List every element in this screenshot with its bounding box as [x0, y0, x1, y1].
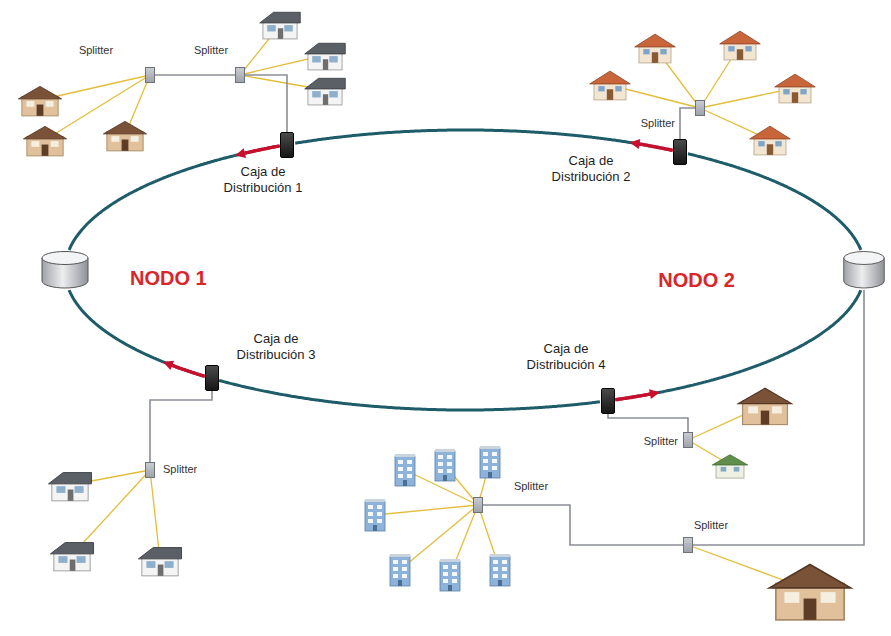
node-label: NODO 1 [130, 266, 207, 290]
house [23, 126, 66, 155]
fiber-ring [615, 290, 861, 400]
fiber-branch [150, 74, 235, 76]
fiber-branch [680, 108, 695, 139]
apartment-building [390, 554, 410, 586]
apartment-building [440, 559, 460, 591]
splitter-label: Splitter [644, 434, 678, 448]
signal-arrow [167, 364, 205, 377]
fiber-branch [693, 290, 864, 545]
house [48, 473, 91, 501]
fiber-ring [219, 380, 600, 410]
house [712, 455, 747, 478]
house [305, 78, 346, 105]
splitter-label: Splitter [514, 479, 548, 493]
drop-cable [400, 505, 478, 570]
drop-cable [150, 470, 160, 560]
house [590, 71, 631, 100]
fiber-ring [69, 290, 204, 376]
node-label: NODO 2 [658, 268, 735, 292]
splitter-box: Splitter [473, 497, 483, 513]
splitter-box: Splitter [145, 462, 155, 478]
house [738, 388, 791, 424]
house [775, 74, 816, 103]
node-cylinder: NODO 1 [40, 250, 90, 290]
fiber-branch [483, 505, 683, 545]
house [720, 31, 761, 60]
splitter-box: Splitter [683, 537, 693, 553]
house [50, 543, 93, 571]
apartment-building [490, 554, 510, 586]
splitter-box: Splitter [683, 432, 693, 448]
house [138, 548, 181, 576]
apartment-building [395, 454, 415, 486]
fiber-ring [295, 130, 672, 150]
distribution-box: Caja de Distribución 2 [673, 139, 687, 165]
fiber-branch [245, 75, 287, 132]
house [18, 86, 61, 115]
houses [18, 12, 850, 620]
apartment-building [480, 446, 500, 478]
splitter-box: Splitter [235, 67, 245, 83]
house [103, 121, 146, 150]
house [750, 126, 791, 155]
drop-cables [40, 25, 810, 590]
node-cylinder: NODO 2 [842, 250, 886, 290]
splitter-label: Splitter [163, 462, 197, 476]
signal-arrow [616, 393, 655, 399]
cylinder-shape [40, 250, 90, 290]
signal-arrowhead [235, 148, 246, 158]
apartment-building [365, 499, 385, 531]
splitter-label: Splitter [194, 43, 228, 57]
box-label: Caja de Distribución 3 [220, 331, 332, 363]
splitter-box: Splitter [145, 67, 155, 83]
house [260, 12, 301, 39]
apartment-building [435, 449, 455, 481]
drop-cable [375, 505, 478, 515]
splitter-label: Splitter [79, 43, 113, 57]
signal-arrow [240, 146, 279, 154]
box-label: Caja de Distribución 4 [510, 341, 622, 373]
box-label: Caja de Distribución 1 [207, 164, 319, 196]
signal-arrowhead [649, 389, 660, 399]
signal-arrowhead [163, 361, 174, 370]
splitter-label: Splitter [694, 518, 728, 532]
large-house [769, 564, 850, 619]
distribution-box: Caja de Distribución 1 [280, 132, 294, 158]
cylinder-shape [842, 250, 886, 290]
splitter-label: Splitter [641, 116, 675, 130]
signal-arrow [635, 143, 673, 150]
box-label: Caja de Distribución 2 [535, 153, 647, 185]
splitter-box: Splitter [695, 100, 705, 116]
signal-arrowhead [630, 139, 641, 149]
distribution-box: Caja de Distribución 4 [601, 388, 615, 414]
fiber-branch [608, 414, 688, 432]
distribution-box: Caja de Distribución 3 [205, 365, 219, 391]
fiber-branch [150, 391, 212, 462]
house [635, 34, 676, 63]
fiber-ring [69, 146, 280, 250]
house [305, 43, 346, 70]
fiber-ring [688, 154, 861, 250]
